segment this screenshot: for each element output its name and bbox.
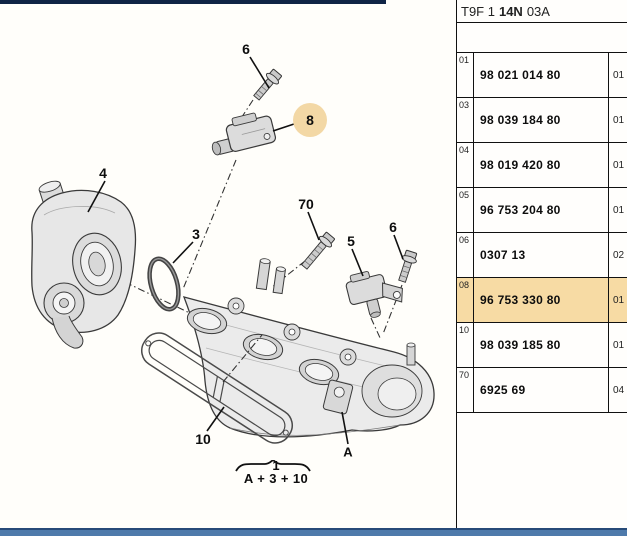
bolt-6-right-drawing: [398, 249, 418, 283]
callout-5[interactable]: 5: [347, 233, 355, 249]
parts-table-rows: 01 98 021 014 80 01 03 98 039 184 80 01 …: [457, 53, 627, 413]
quantity: 02: [613, 249, 625, 261]
callout-70[interactable]: 70: [298, 196, 314, 212]
parts-table-row[interactable]: 10 98 039 185 80 01: [457, 323, 627, 368]
quantity: 01: [613, 69, 625, 81]
catalog-ref-suffix: 03A: [526, 3, 550, 19]
part-number: 6925 69: [474, 368, 609, 412]
catalog-reference-header: T9F 1 14N 03A: [457, 0, 627, 23]
part-number: 98 039 185 80: [474, 323, 609, 367]
gasket-assembly-axis: [222, 334, 263, 383]
part-number: 98 019 420 80: [474, 143, 609, 187]
parts-table-row[interactable]: 70 6925 69 04: [457, 368, 627, 413]
catalog-ref-prefix: T9F 1: [461, 3, 495, 19]
quantity: 04: [613, 384, 625, 396]
parts-table-row[interactable]: 03 98 039 184 80 01: [457, 98, 627, 143]
assembly-formula: A + 3 + 10: [243, 471, 309, 486]
parts-table-row[interactable]: 06 0307 13 02: [457, 233, 627, 278]
callout-A[interactable]: A: [343, 444, 353, 460]
row-index: 03: [457, 98, 474, 142]
part-number: 98 039 184 80: [474, 98, 609, 142]
quantity: 01: [613, 114, 625, 126]
table-blank-row: [457, 23, 627, 53]
map-sensor-8-drawing: [211, 112, 277, 156]
row-index: 70: [457, 368, 474, 412]
quantity: 01: [613, 294, 625, 306]
throttle-body-drawing: [31, 180, 137, 349]
part-number: 96 753 330 80: [474, 278, 609, 322]
map-sensor-5-drawing: [345, 271, 403, 318]
quantity: 01: [613, 159, 625, 171]
parts-table-row[interactable]: 01 98 021 014 80 01: [457, 53, 627, 98]
callout-6-top[interactable]: 6: [242, 41, 250, 57]
assembly-group-number: 1: [272, 458, 280, 473]
manifold-gasket-drawing: [140, 332, 294, 444]
assembly-brace-icon: [235, 460, 311, 472]
o-ring-seal-drawing: [147, 256, 181, 312]
row-index: 08: [457, 278, 474, 322]
bolt-70-drawing: [300, 231, 335, 270]
quantity: 01: [613, 339, 625, 351]
assembly-note: 1 A + 3 + 10: [234, 459, 318, 486]
catalog-ref-code: 14N: [498, 3, 523, 19]
row-index: 10: [457, 323, 474, 367]
row-index: 01: [457, 53, 474, 97]
diagram-pane: 6 8 4 3 70 5 6 10 A 1 A + 3 + 10: [31, 41, 435, 486]
callout-8-highlight: [293, 103, 327, 137]
intake-manifold-drawing: [182, 258, 435, 438]
callout-10[interactable]: 10: [195, 431, 211, 447]
row-index: 06: [457, 233, 474, 277]
horizontal-scrollbar[interactable]: [0, 528, 627, 536]
callout-4[interactable]: 4: [99, 165, 107, 181]
window-top-edge: [0, 0, 386, 4]
callout-leader-lines: [87, 56, 404, 445]
exploded-view-drawing: [31, 56, 435, 445]
parts-table-row[interactable]: 05 96 753 204 80 01: [457, 188, 627, 233]
part-number: 98 021 014 80: [474, 53, 609, 97]
callout-3[interactable]: 3: [192, 226, 200, 242]
row-index: 05: [457, 188, 474, 232]
parts-table-row[interactable]: 04 98 019 420 80 01: [457, 143, 627, 188]
callout-6-right[interactable]: 6: [389, 219, 397, 235]
parts-table: T9F 1 14N 03A 01 98 021 014 80 01 03 98 …: [456, 0, 627, 528]
callout-8[interactable]: 8: [306, 112, 314, 128]
part-number: 96 753 204 80: [474, 188, 609, 232]
quantity: 01: [613, 204, 625, 216]
parts-table-row[interactable]: 08 96 753 330 80 01: [457, 278, 627, 323]
row-index: 04: [457, 143, 474, 187]
part-number: 0307 13: [474, 233, 609, 277]
